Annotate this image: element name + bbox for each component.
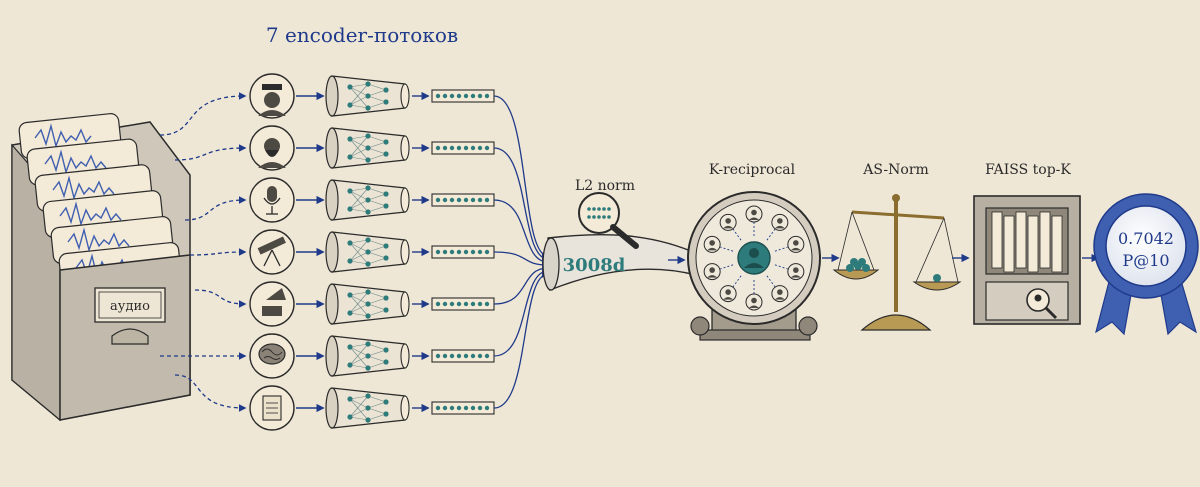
magnifier-icon [578, 192, 639, 249]
encoder-cone [325, 231, 410, 273]
embedding-bar [431, 401, 495, 415]
diagram-title: 7 encoder-потоков [266, 23, 458, 47]
faiss-cabinet-icon [973, 195, 1081, 325]
merge-curve [493, 267, 550, 357]
audio-label: аудио [110, 299, 150, 314]
merge-curve [493, 264, 550, 305]
embedding-bar [431, 193, 495, 207]
encoder-cone [325, 75, 410, 117]
telescope-icon [249, 229, 295, 275]
merge-curves [493, 95, 550, 409]
magnifier-dots [587, 207, 611, 219]
stream-2 [249, 125, 295, 171]
stream-1 [249, 73, 295, 119]
merge-curve [493, 95, 550, 260]
drawer-handle [111, 328, 149, 345]
stream-7 [249, 385, 295, 431]
l2-norm-label: L2 norm [575, 178, 635, 194]
gramophone-icon [249, 281, 295, 327]
embedding-bar [431, 349, 495, 363]
embedding-bar [431, 141, 495, 155]
audio-drawer: аудио [11, 113, 191, 422]
embedding-bar [431, 297, 495, 311]
stream-3 [249, 177, 295, 223]
faiss-cards [991, 211, 1063, 273]
stream-5 [249, 281, 295, 327]
concat-tube: 3008d [542, 233, 701, 292]
index-card [991, 211, 1003, 269]
stream-6 [249, 333, 295, 379]
wheel-nodes [703, 205, 805, 311]
index-card [1015, 211, 1027, 269]
embedding-bars [431, 89, 495, 415]
result-medal [1093, 193, 1199, 336]
index-card [1039, 211, 1051, 269]
embedding-bar [431, 89, 495, 103]
center-person-icon [737, 241, 771, 275]
merge-curve [493, 147, 550, 263]
as-norm-label: AS-Norm [862, 162, 929, 178]
input-arrows [159, 92, 247, 412]
result-score: 0.7042 [1118, 229, 1174, 248]
merge-curve [493, 270, 550, 409]
encoder-cone [325, 127, 410, 169]
balance-scale-icon [832, 194, 962, 331]
merge-curve [493, 251, 550, 269]
encoder-cone [325, 387, 410, 429]
stream-4 [249, 229, 295, 275]
merge-curve [493, 199, 550, 266]
encoder-cone [325, 179, 410, 221]
embedding-bar [431, 245, 495, 259]
faiss-label: FAISS top-K [985, 162, 1071, 178]
encoder-cone [325, 283, 410, 325]
result-metric: P@10 [1122, 251, 1169, 270]
index-card [1003, 215, 1015, 273]
k-reciprocal-label: K-reciprocal [709, 162, 796, 178]
index-card [1051, 215, 1063, 273]
stream-arrows [296, 91, 430, 413]
encoder-cone [325, 335, 410, 377]
encoder-cones [325, 75, 410, 429]
index-card [1027, 215, 1039, 273]
concat-dim-label: 3008d [563, 255, 626, 276]
